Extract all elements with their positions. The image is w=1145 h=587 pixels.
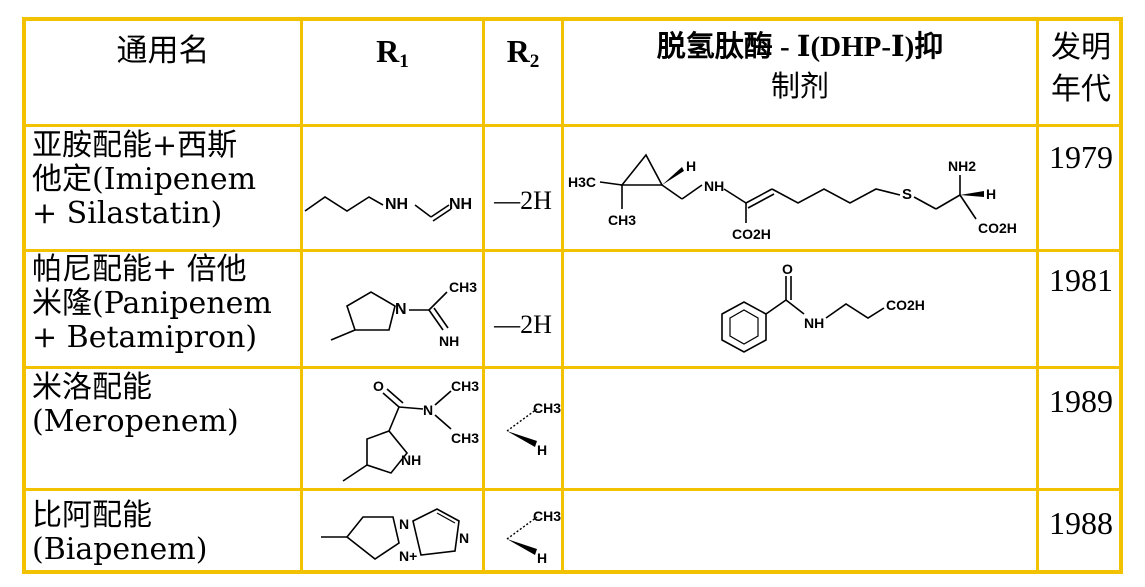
n-label: N [395,301,407,318]
row4-year: 1988 [1049,505,1113,541]
row2-generic-name: 帕尼配能+ 倍他 米隆(Panipenem + Betamipron) [32,253,272,355]
row1-r2: —2H [494,186,552,215]
o-label: O [782,261,793,277]
row2-r1-svg: N CH3 NH [330,279,477,349]
co2h-label: CO2H [732,226,771,242]
n-label: N [423,402,433,418]
row2-dhp-svg: O NH CO2H [721,261,925,353]
row3-generic-name: 米洛配能 (Meropenem) [32,371,239,439]
row1-r1-svg: NH NH [304,196,472,222]
nh-label: NH [804,315,824,331]
row4-generic-name: 比阿配能 (Biapenem) [32,499,208,567]
h3c-label: H3C [568,174,596,190]
row1-dhp-svg: H3C CH3 H NH CO2H S NH2 H CO2H [568,153,1017,242]
n-label: N [459,530,469,546]
ch3-label: CH3 [533,400,561,416]
co2h-label: CO2H [978,220,1017,236]
row-divider [26,366,1119,369]
header-r2-subscript: 2 [529,50,540,72]
row-divider [26,249,1119,252]
n-label: N [399,516,409,532]
n-plus-label: N+ [399,548,417,564]
header-r2: R2 [506,33,540,72]
row4-r1-structure: N N+ N [303,491,482,574]
ch3-label: CH3 [449,279,477,295]
header-r1-subscript: 1 [399,50,409,72]
row1-r1-structure: NH NH [303,127,482,249]
ch3-label: CH3 [451,378,479,394]
co2h-label: CO2H [886,297,925,313]
row2-r2: —2H [494,310,552,339]
row3-year: 1989 [1049,383,1113,419]
row4-r2-structure: CH3 H [485,491,561,574]
h-label: H [537,442,547,458]
row4-r1-svg: N N+ N [321,508,469,564]
row2-r1-structure: N CH3 NH [303,252,482,366]
ch3-label: CH3 [533,508,561,524]
row3-r2-svg: CH3 H [506,400,561,458]
s-label: S [902,186,912,203]
row3-r1-structure: O N CH3 CH3 NH [303,369,482,488]
row2-dhp-structure: O NH CO2H [564,252,1036,366]
row-divider [26,488,1119,491]
row-divider [26,124,1119,127]
nh2-label: NH2 [948,158,976,174]
row1-dhp-structure: H3C CH3 H NH CO2H S NH2 H CO2H [564,127,1036,249]
h-label: H [986,186,996,202]
nh-label: NH [385,196,408,213]
row1-generic-name: 亚胺配能+西斯 他定(Imipenem + Silastatin) [32,129,257,231]
drug-table: 通用名 R1 R2 脱氢肽酶 - Ⅰ(DHP-Ⅰ)抑 制剂 发明 年代 亚胺配能… [22,17,1123,574]
ch3-label: CH3 [451,430,479,446]
header-generic-name: 通用名 [116,33,210,69]
nh-label: NH [401,452,421,468]
col-divider [1036,21,1039,570]
col-divider [561,21,564,570]
o-label: O [373,378,384,394]
nh-label: NH [449,196,472,213]
row3-r2-structure: CH3 H [485,369,561,488]
header-year: 发明 年代 [1051,30,1111,107]
header-r1: R1 [376,33,409,72]
nh-label: NH [704,178,724,194]
row2-year: 1981 [1049,262,1113,298]
col-divider [300,21,303,570]
h-label: H [537,550,547,566]
row1-year: 1979 [1049,139,1113,175]
col-divider [482,21,485,570]
h-label: H [686,158,696,174]
row3-r1-svg: O N CH3 CH3 NH [342,378,479,482]
row4-r2-svg: CH3 H [506,508,561,566]
header-dhp-inhibitor: 脱氢肽酶 - Ⅰ(DHP-Ⅰ)抑 制剂 [656,31,944,103]
ch3-label: CH3 [608,212,636,228]
nh-label: NH [439,333,459,349]
